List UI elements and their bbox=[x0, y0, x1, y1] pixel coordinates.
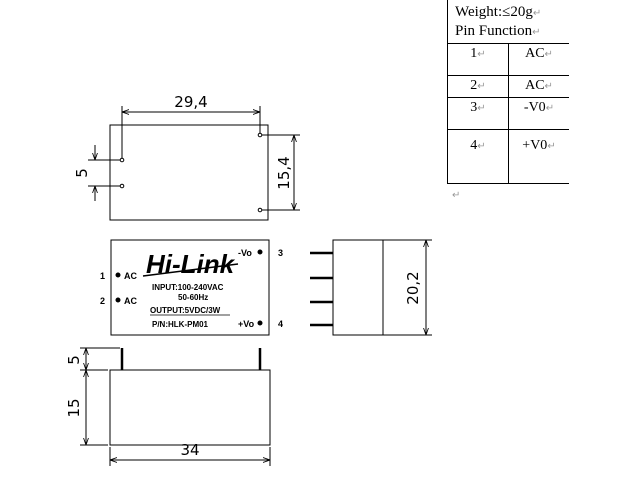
spec-table: Weight:≤20g↵ Pin Function↵ 1↵ AC↵ 2↵ AC↵… bbox=[447, 0, 569, 184]
dim-left-spacing: 5 bbox=[73, 168, 91, 178]
pin1-number: 1 bbox=[100, 271, 105, 281]
trailing-paragraph-mark: ↵ bbox=[452, 190, 461, 201]
side-view bbox=[310, 239, 432, 336]
hi-link-logo: Hi-Link bbox=[146, 249, 236, 279]
table-row: 1↵ AC↵ bbox=[448, 43, 569, 76]
dim-right-spacing: 15,4 bbox=[275, 156, 293, 189]
dim-pin-length: 5 bbox=[65, 355, 83, 365]
weight-line: Weight:≤20g↵ bbox=[455, 4, 541, 21]
pin-cell: 2↵ bbox=[448, 75, 509, 98]
front-view bbox=[110, 239, 270, 336]
weight-text: Weight:≤20g bbox=[455, 4, 533, 20]
pin-dot-4 bbox=[257, 320, 263, 326]
table-row: 3↵ -V0↵ bbox=[448, 97, 569, 130]
output-spec: OUTPUT:5VDC/3W bbox=[150, 306, 221, 315]
pin-function-text: Pin Function bbox=[455, 23, 533, 39]
pin3-name: -Vo bbox=[238, 248, 252, 258]
pin4-name: +Vo bbox=[238, 319, 255, 329]
side-view-body bbox=[332, 239, 384, 336]
pin-function-header: Pin Function↵ bbox=[455, 23, 541, 40]
pin-dot-2 bbox=[115, 297, 121, 303]
function-cell: +V0↵ bbox=[508, 129, 569, 183]
pin-cell: 1↵ bbox=[448, 43, 509, 76]
logo-swoosh bbox=[142, 263, 239, 277]
part-number: P/N:HLK-PM01 bbox=[152, 320, 209, 329]
pin1-name: AC bbox=[124, 271, 137, 281]
table-row: 4↵ +V0↵ bbox=[448, 129, 569, 183]
input-spec: INPUT:100-240VAC bbox=[152, 283, 224, 292]
dim-side-height: 20,2 bbox=[404, 271, 422, 304]
bottom-view-body bbox=[109, 369, 271, 446]
top-view bbox=[88, 106, 300, 221]
dim-bottom-width: 34 bbox=[180, 441, 199, 459]
paragraph-mark: ↵ bbox=[532, 8, 542, 19]
pin-dot-3 bbox=[257, 249, 263, 255]
freq-spec: 50-60Hz bbox=[178, 293, 208, 302]
table-row: 2↵ AC↵ bbox=[448, 75, 569, 98]
function-cell: -V0↵ bbox=[508, 97, 569, 130]
pin-hole-2 bbox=[119, 183, 125, 189]
pin-cell: 4↵ bbox=[448, 129, 509, 183]
dim-top-width: 29,4 bbox=[174, 93, 207, 111]
pin3-number: 3 bbox=[278, 248, 283, 258]
function-cell: AC↵ bbox=[508, 43, 569, 76]
pin-function-table: 1↵ AC↵ 2↵ AC↵ 3↵ -V0↵ 4↵ +V0↵ bbox=[448, 43, 569, 183]
bottom-view bbox=[80, 347, 271, 466]
dim-body-height: 15 bbox=[65, 398, 83, 417]
pin-hole-1 bbox=[119, 157, 125, 163]
paragraph-mark: ↵ bbox=[532, 27, 541, 38]
top-view-outline bbox=[109, 124, 269, 221]
pin4-number: 4 bbox=[278, 319, 283, 329]
pin2-name: AC bbox=[124, 296, 137, 306]
pin-dot-1 bbox=[115, 272, 121, 278]
pin-cell: 3↵ bbox=[448, 97, 509, 130]
pin-hole-3 bbox=[257, 132, 263, 138]
pin-hole-4 bbox=[257, 207, 263, 213]
module-body bbox=[110, 239, 270, 336]
pin2-number: 2 bbox=[100, 296, 105, 306]
function-cell: AC↵ bbox=[508, 75, 569, 98]
